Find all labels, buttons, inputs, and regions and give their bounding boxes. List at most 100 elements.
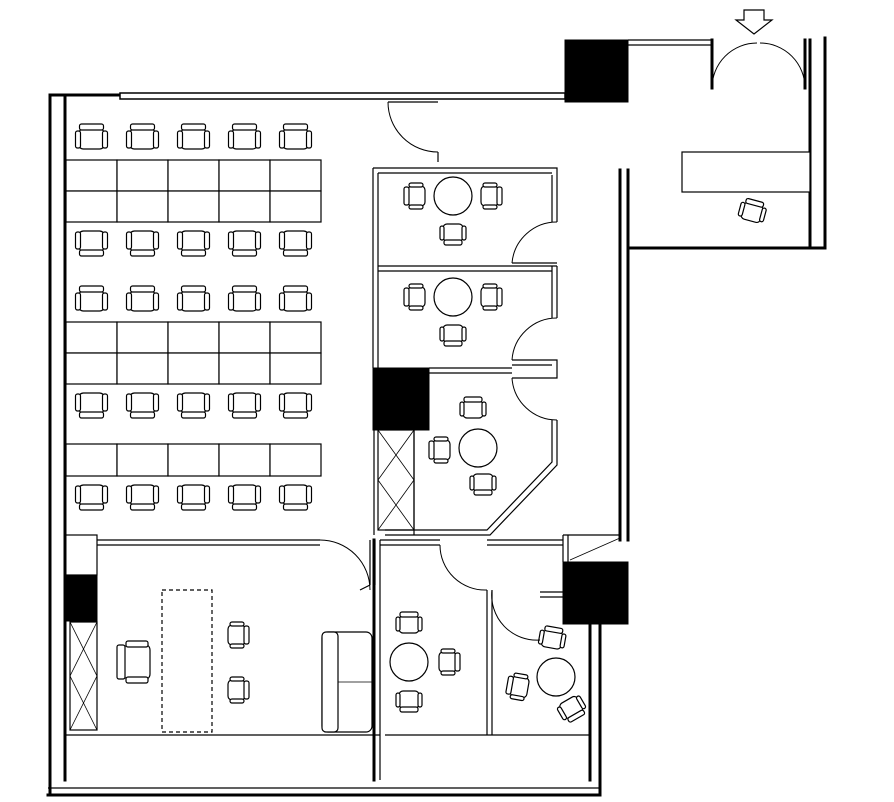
entrance-arrow (734, 9, 774, 35)
reception-area (681, 151, 811, 225)
chair (439, 324, 467, 347)
desk (269, 321, 322, 354)
chair (459, 396, 487, 419)
entrance-double-door[interactable] (711, 42, 806, 89)
chair (227, 123, 262, 150)
meeting-room-1-door[interactable] (511, 221, 558, 264)
desk (269, 443, 322, 477)
desk (65, 159, 118, 192)
desk (269, 190, 322, 223)
chair (74, 285, 109, 312)
round-table (536, 657, 576, 697)
chair (176, 123, 211, 150)
chair (278, 285, 313, 312)
round-table-set (403, 277, 503, 347)
round-table-set (428, 396, 498, 496)
round-table-set (389, 611, 461, 713)
office-door[interactable] (387, 101, 439, 162)
desk (116, 190, 169, 223)
meeting-room-2-door[interactable] (511, 317, 558, 361)
chair (227, 392, 262, 419)
office-chair (736, 196, 769, 225)
desk (65, 443, 118, 477)
structural-column (562, 561, 629, 625)
structural-column (64, 574, 98, 622)
chair (74, 392, 109, 419)
storage-cabinet (69, 621, 98, 731)
round-table-set (403, 176, 503, 246)
chair (480, 182, 503, 210)
desk (116, 159, 169, 192)
service-shaft (377, 429, 415, 531)
round-table (458, 428, 498, 468)
round-table (433, 277, 473, 317)
chair (227, 230, 262, 257)
chair (278, 392, 313, 419)
workstation-row (65, 123, 322, 257)
guest-chair (227, 621, 250, 649)
chair (125, 392, 160, 419)
executive-office-walls (64, 534, 381, 782)
meeting-room-5-door[interactable] (491, 589, 541, 641)
sofa (321, 631, 373, 733)
chair (176, 230, 211, 257)
chair (439, 223, 467, 246)
chair (469, 473, 497, 496)
chair (227, 285, 262, 312)
chair (480, 283, 503, 311)
chair (74, 230, 109, 257)
desk (65, 190, 118, 223)
chair (395, 611, 423, 634)
workstation-row (65, 285, 322, 419)
desk (65, 352, 118, 385)
desk (167, 190, 220, 223)
executive-desk (161, 589, 213, 733)
meeting-room-4-door[interactable] (439, 544, 488, 591)
reception-desk (681, 151, 811, 193)
desk (269, 352, 322, 385)
structural-column (564, 39, 629, 103)
desk (218, 321, 271, 354)
meeting-room-walls (372, 167, 558, 536)
executive-office-furniture (116, 589, 373, 733)
chair (74, 123, 109, 150)
desk (269, 159, 322, 192)
meeting-room-3-door[interactable] (511, 377, 558, 421)
chair (278, 123, 313, 150)
chair (176, 484, 211, 511)
desk (218, 443, 271, 477)
meeting-room-4-walls (380, 534, 621, 735)
desk (218, 352, 271, 385)
chair (537, 624, 568, 651)
open-office-workstations (65, 123, 322, 511)
desk (167, 321, 220, 354)
chair (125, 484, 160, 511)
executive-chair (116, 640, 151, 684)
desk (167, 443, 220, 477)
chair (555, 692, 590, 726)
chair (227, 484, 262, 511)
round-table-set (504, 624, 590, 726)
desk (116, 321, 169, 354)
executive-office-door[interactable] (319, 539, 371, 591)
chair (438, 648, 461, 676)
desk (116, 443, 169, 477)
desk (167, 159, 220, 192)
chair (176, 285, 211, 312)
chair (278, 230, 313, 257)
workstation-row (65, 443, 322, 511)
structural-column (372, 367, 430, 431)
chair (125, 230, 160, 257)
chair (403, 283, 426, 311)
chair (176, 392, 211, 419)
chair (395, 690, 423, 713)
chair (125, 123, 160, 150)
chair (403, 182, 426, 210)
chair (504, 671, 531, 702)
outer-walls (46, 36, 827, 797)
chair (125, 285, 160, 312)
guest-chair (227, 676, 250, 704)
desk (116, 352, 169, 385)
desk (65, 321, 118, 354)
